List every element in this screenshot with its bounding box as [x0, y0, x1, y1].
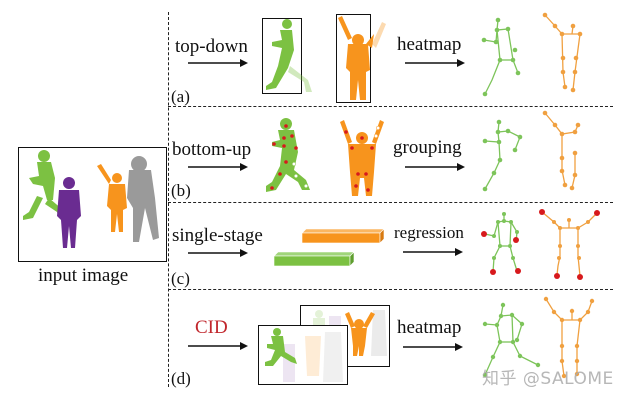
- arrow-icon: [403, 343, 463, 351]
- row-divider-bc: [168, 202, 613, 203]
- waving-silhouette: [338, 16, 386, 100]
- green-skeleton-a: [481, 17, 521, 97]
- arrow-icon: [188, 249, 248, 257]
- green-skeleton-d: [482, 302, 541, 378]
- orange-skeleton-d: [543, 296, 595, 379]
- step-label-c: regression: [394, 223, 464, 242]
- step-label-d: heatmap: [397, 317, 462, 338]
- instance-map-green: [258, 325, 348, 385]
- input-image: [18, 147, 167, 262]
- input-silhouettes: [23, 150, 159, 248]
- arrow-icon: [188, 342, 248, 350]
- method-label-a: top-down: [175, 36, 248, 57]
- method-label-d: CID: [195, 317, 228, 338]
- row-tag-a: (a): [171, 87, 190, 106]
- green-skeleton-c: [481, 212, 521, 275]
- row-tag-d: (d): [171, 369, 191, 388]
- arrow-icon: [405, 59, 465, 67]
- orange-skeleton-a: [542, 12, 583, 93]
- orange-block: [301, 228, 385, 244]
- runner-keypoints: [266, 118, 310, 192]
- arrow-icon: [405, 163, 465, 171]
- green-instance-silhouette: [265, 328, 343, 382]
- method-label-c: single-stage: [172, 225, 263, 246]
- input-image-caption: input image: [38, 265, 129, 286]
- arrow-icon: [188, 163, 248, 171]
- orange-skeleton-c: [539, 209, 600, 280]
- row-tag-c: (c): [171, 269, 190, 288]
- step-label-a: heatmap: [397, 34, 462, 55]
- row-divider-ab: [168, 106, 613, 107]
- arrow-icon: [403, 248, 463, 256]
- arrow-icon: [188, 59, 248, 67]
- vertical-divider: [168, 12, 169, 387]
- feature-blocks: [273, 228, 385, 267]
- runner-silhouette: [266, 19, 312, 92]
- bbox-runner: [262, 18, 302, 94]
- waving-keypoints: [340, 120, 384, 196]
- step-label-b: grouping: [393, 137, 462, 158]
- method-label-b: bottom-up: [172, 139, 252, 160]
- orange-skeleton-b: [542, 110, 581, 191]
- row-tag-b: (b): [171, 181, 191, 200]
- watermark: 知乎 @SALOME: [482, 369, 614, 389]
- bbox-waving: [336, 14, 371, 103]
- row-divider-cd: [168, 289, 613, 290]
- green-block: [273, 251, 355, 267]
- green-skeleton-b: [482, 119, 523, 192]
